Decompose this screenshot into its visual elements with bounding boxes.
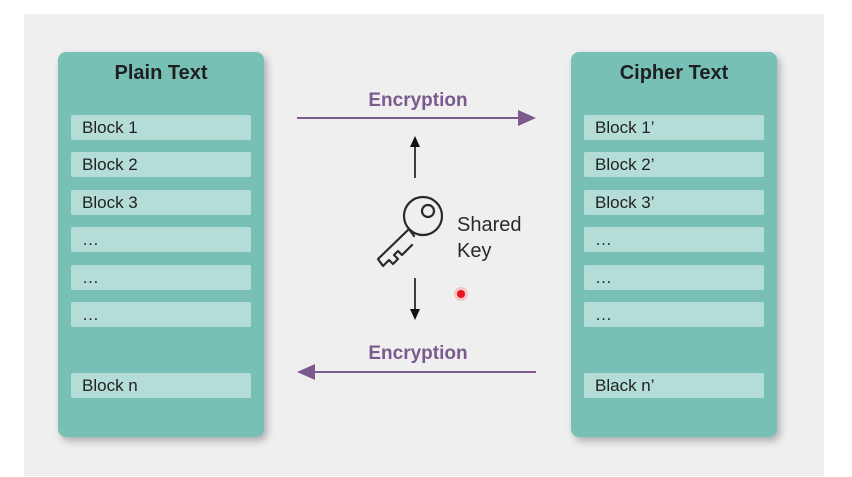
plain-block-n: Block n — [71, 373, 251, 398]
plain-block-1: Block 1 — [71, 115, 251, 140]
cipher-text-panel: Cipher Text Block 1’ Block 2’ Block 3’ …… — [571, 52, 777, 437]
cipher-block-n: Black n’ — [584, 373, 764, 398]
plain-block-ellipsis-2: … — [71, 265, 251, 290]
shared-key-label-line2: Key — [457, 240, 492, 262]
key-icon — [376, 195, 444, 268]
plain-block-ellipsis-1: … — [71, 227, 251, 252]
plain-text-panel: Plain Text Block 1 Block 2 Block 3 … … …… — [58, 52, 264, 437]
cipher-block-ellipsis-3: … — [584, 302, 764, 327]
top-encryption-arrow — [297, 110, 536, 126]
bottom-encryption-label: Encryption — [368, 343, 468, 364]
shared-key-label: Shared Key — [457, 212, 537, 264]
cipher-block-2: Block 2’ — [584, 152, 764, 177]
bottom-encryption-arrow — [297, 364, 536, 380]
top-encryption-label: Encryption — [368, 90, 468, 111]
plain-block-2: Block 2 — [71, 152, 251, 177]
plain-text-title: Plain Text — [114, 62, 208, 84]
plain-block-3: Block 3 — [71, 190, 251, 215]
cipher-text-title: Cipher Text — [619, 62, 729, 84]
cipher-block-1: Block 1’ — [584, 115, 764, 140]
cipher-block-ellipsis-2: … — [584, 265, 764, 290]
cipher-block-3: Block 3’ — [584, 190, 764, 215]
up-arrow — [410, 136, 420, 178]
shared-key-label-line1: Shared — [457, 214, 522, 236]
pointer-dot — [454, 287, 468, 301]
cipher-block-ellipsis-1: … — [584, 227, 764, 252]
down-arrow — [410, 278, 420, 320]
plain-block-ellipsis-3: … — [71, 302, 251, 327]
